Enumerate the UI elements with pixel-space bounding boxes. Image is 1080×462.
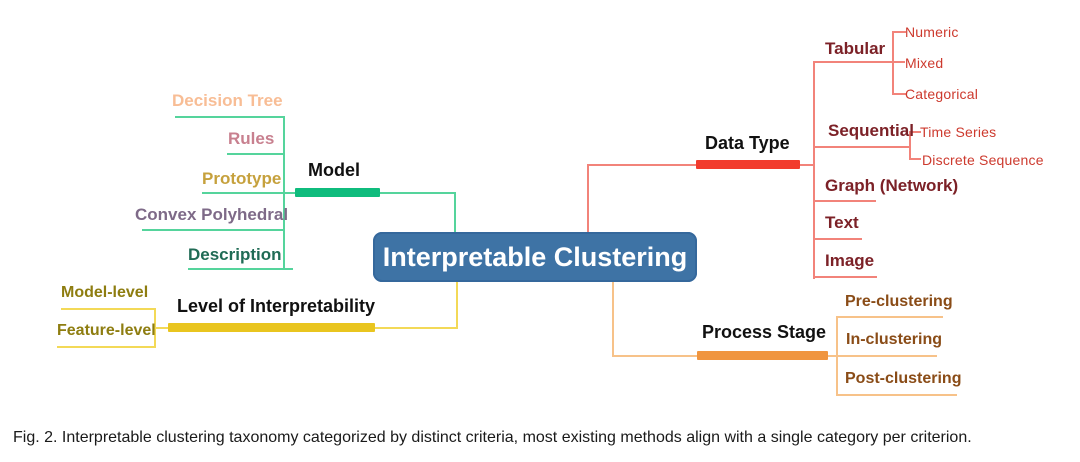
node-image: Image bbox=[825, 251, 875, 270]
level-accent-bar bbox=[168, 323, 375, 332]
model-child-underline bbox=[188, 268, 293, 270]
tabular-underline bbox=[813, 61, 905, 63]
node-text: Text bbox=[825, 213, 859, 232]
numeric-tick-line bbox=[892, 31, 906, 33]
text-underline bbox=[813, 238, 862, 240]
data-type-connector-line bbox=[587, 164, 696, 166]
node-tabular: Tabular bbox=[825, 39, 886, 58]
process-connector-line bbox=[612, 355, 697, 357]
level-connector-line bbox=[375, 327, 458, 329]
graph-underline bbox=[813, 200, 876, 202]
data-type-trunk-line bbox=[813, 61, 815, 279]
node-pre-clustering: Pre-clustering bbox=[845, 293, 953, 310]
leaf-mixed: Mixed bbox=[905, 55, 944, 71]
node-model-level: Model-level bbox=[61, 284, 149, 301]
branch-data-type: Data Type bbox=[705, 133, 790, 153]
time-series-tick-line bbox=[909, 131, 921, 133]
tabular-bracket-line bbox=[892, 31, 894, 95]
level-child-underline bbox=[61, 308, 156, 310]
level-child-underline bbox=[57, 346, 156, 348]
leaf-time-series: Time Series bbox=[920, 124, 997, 140]
node-graph-network: Graph (Network) bbox=[825, 176, 959, 195]
process-accent-bar bbox=[697, 351, 828, 360]
model-connector-line bbox=[454, 192, 456, 233]
discrete-sequence-tick-line bbox=[909, 158, 921, 160]
categorical-tick-line bbox=[892, 93, 906, 95]
sequential-bracket-line bbox=[909, 131, 911, 160]
data-type-connector-line bbox=[587, 164, 589, 232]
in-clustering-underline bbox=[828, 355, 937, 357]
branch-process-stage: Process Stage bbox=[702, 322, 827, 342]
node-decision-tree: Decision Tree bbox=[172, 91, 283, 110]
figure-caption: Fig. 2. Interpretable clustering taxonom… bbox=[13, 429, 972, 446]
node-in-clustering: In-clustering bbox=[846, 331, 943, 348]
branch-level-of-interpretability: Level of Interpretability bbox=[177, 296, 376, 316]
node-prototype: Prototype bbox=[202, 169, 282, 188]
node-post-clustering: Post-clustering bbox=[845, 370, 962, 387]
leaf-categorical: Categorical bbox=[905, 86, 979, 102]
model-trunk-line bbox=[283, 116, 285, 270]
node-feature-level: Feature-level bbox=[57, 322, 156, 339]
node-sequential: Sequential bbox=[828, 121, 914, 140]
process-connector-line bbox=[612, 282, 614, 357]
model-connector-line bbox=[380, 192, 456, 194]
model-child-underline bbox=[202, 192, 295, 194]
data-type-connector-line bbox=[800, 164, 815, 166]
branch-model: Model bbox=[308, 160, 360, 180]
sequential-underline bbox=[813, 146, 910, 148]
leaf-discrete-sequence: Discrete Sequence bbox=[922, 152, 1044, 168]
leaf-numeric: Numeric bbox=[905, 24, 959, 40]
process-trunk-line bbox=[836, 316, 838, 396]
model-accent-bar bbox=[295, 188, 380, 197]
level-connector-line bbox=[154, 327, 168, 329]
data-type-accent-bar bbox=[696, 160, 800, 169]
node-convex-polyhedral: Convex Polyhedral bbox=[135, 205, 289, 224]
node-description: Description bbox=[188, 245, 282, 264]
root-node: Interpretable Clustering bbox=[373, 232, 697, 282]
pre-clustering-underline bbox=[836, 316, 943, 318]
image-underline bbox=[813, 276, 877, 278]
model-child-underline bbox=[142, 229, 285, 231]
post-clustering-underline bbox=[836, 394, 957, 396]
model-child-underline bbox=[175, 116, 285, 118]
model-child-underline bbox=[227, 153, 285, 155]
node-rules: Rules bbox=[228, 129, 275, 148]
level-connector-line bbox=[456, 282, 458, 329]
